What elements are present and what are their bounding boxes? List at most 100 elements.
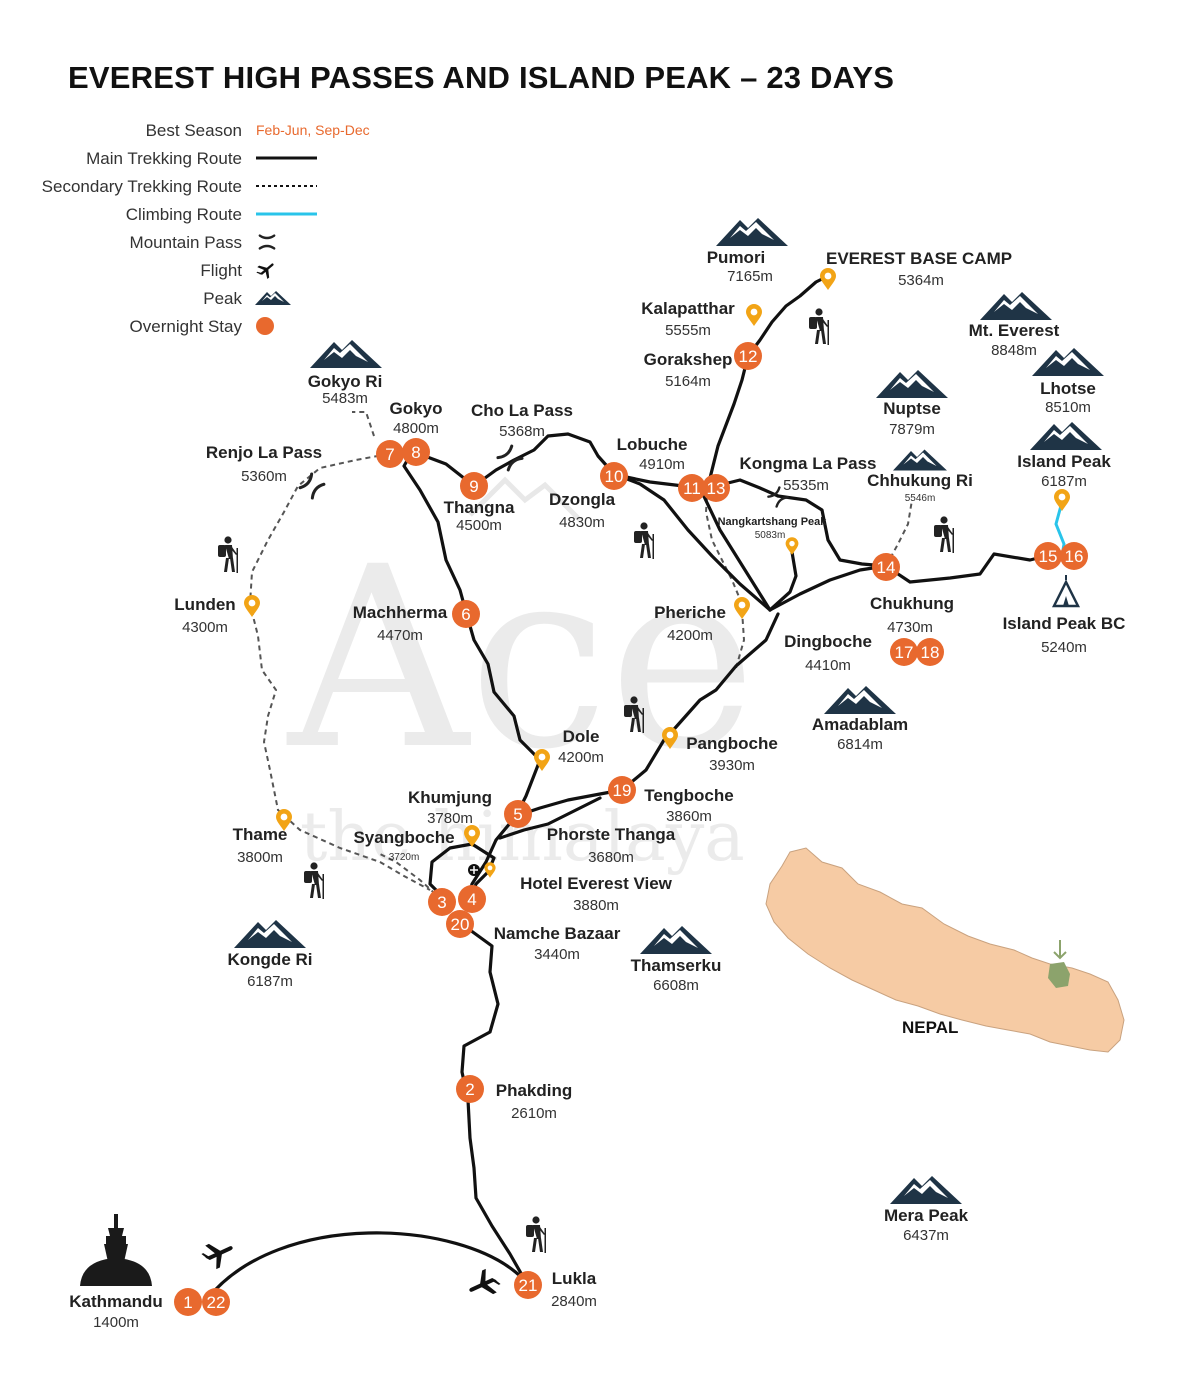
svg-text:4: 4 (467, 890, 476, 909)
kathmandu-name: Kathmandu (69, 1292, 163, 1311)
watermark: Ace the himalaya (286, 476, 757, 877)
nuptse-elev: 7879m (889, 421, 935, 438)
everest-bc-name: EVEREST BASE CAMP (826, 249, 1012, 268)
legend-peak: Peak (203, 289, 242, 308)
peak-nuptse-icon (876, 370, 948, 398)
lunden-name: Lunden (174, 595, 235, 614)
namche-name: Namche Bazaar (494, 924, 621, 943)
dingboche-elev: 4410m (805, 657, 851, 674)
kalapatthar-pin-icon (746, 304, 762, 326)
chukhung-name: Chukhung (870, 594, 954, 613)
stay-badge: 12 (734, 342, 762, 370)
svg-text:3: 3 (437, 893, 446, 912)
legend-secondary-route: Secondary Trekking Route (42, 177, 242, 196)
gokyo-ri-elev: 5483m (322, 390, 368, 407)
dzongla-name: Dzongla (549, 490, 616, 509)
mountain-pass-icon (258, 234, 276, 250)
lobuche-elev: 4910m (639, 456, 685, 473)
overnight-stays: 1 22 21 2 3 4 20 5 19 6 7 8 9 10 11 13 1… (174, 342, 1088, 1316)
hiker-icon (526, 1216, 546, 1253)
tent-icon (1051, 575, 1081, 608)
syangboche-name: Syangboche (353, 828, 454, 847)
legend-main-route: Main Trekking Route (86, 149, 242, 168)
svg-text:1: 1 (183, 1293, 192, 1312)
tengboche-elev: 3860m (666, 808, 712, 825)
svg-text:15: 15 (1039, 547, 1058, 566)
nuptse-name: Nuptse (883, 399, 941, 418)
lobuche-name: Lobuche (617, 435, 688, 454)
peak-amadablam-icon (824, 686, 896, 714)
phakding-name: Phakding (496, 1081, 573, 1100)
overnight-stay-icon (256, 317, 274, 335)
island-peak-elev: 6187m (1041, 473, 1087, 490)
region-marker (1048, 962, 1070, 988)
chukhung-elev: 4730m (887, 619, 933, 636)
lukla-name: Lukla (552, 1269, 597, 1288)
svg-text:12: 12 (739, 347, 758, 366)
legend-mountain-pass: Mountain Pass (130, 233, 242, 252)
flight-icon (254, 257, 279, 282)
legend-flight: Flight (200, 261, 242, 280)
lhotse-name: Lhotse (1040, 379, 1096, 398)
svg-text:10: 10 (605, 467, 624, 486)
peak-icon (255, 291, 291, 305)
renjo-la-pass-icon (298, 472, 326, 500)
phorste-elev: 3680m (588, 849, 634, 866)
stupa-icon (80, 1214, 152, 1286)
cho-la-elev: 5368m (499, 423, 545, 440)
svg-text:5: 5 (513, 805, 522, 824)
dole-elev: 4200m (558, 749, 604, 766)
peak-island-icon (1030, 422, 1102, 450)
amadablam-elev: 6814m (837, 736, 883, 753)
svg-text:14: 14 (877, 558, 896, 577)
arrow-down-icon (1053, 940, 1067, 960)
dzongla-elev: 4830m (559, 514, 605, 531)
lunden-pin-icon (244, 595, 260, 617)
stay-badge: 1 (174, 1288, 202, 1316)
stay-badge: 17 (890, 638, 918, 666)
chhukung-ri-elev: 5546m (905, 493, 936, 504)
nepal-inset: NEPAL (765, 847, 1125, 1053)
peak-chhukung-ri-icon (893, 449, 947, 471)
kalapatthar-name: Kalapatthar (641, 299, 735, 318)
legend-overnight-stay: Overnight Stay (130, 317, 243, 336)
hiker-icon (809, 308, 829, 345)
legend-best-season-value: Feb-Jun, Sep-Dec (256, 122, 370, 138)
kalapatthar-elev: 5555m (665, 322, 711, 339)
thamserku-name: Thamserku (631, 956, 722, 975)
kongde-name: Kongde Ri (228, 950, 313, 969)
gokyo-elev: 4800m (393, 420, 439, 437)
tengboche-name: Tengboche (644, 786, 733, 805)
island-peak-name: Island Peak (1017, 452, 1111, 471)
lunden-elev: 4300m (182, 619, 228, 636)
peak-pumori-icon (716, 218, 788, 246)
gokyo-name: Gokyo (390, 399, 443, 418)
svg-text:18: 18 (921, 643, 940, 662)
svg-text:16: 16 (1065, 547, 1084, 566)
pheriche-name: Pheriche (654, 603, 726, 622)
machherma-elev: 4470m (377, 627, 423, 644)
stay-badge: 16 (1060, 542, 1088, 570)
nepal-shape (765, 847, 1125, 1053)
stay-badge: 6 (452, 600, 480, 628)
thame-name: Thame (233, 825, 288, 844)
khumjung-elev: 3780m (427, 810, 473, 827)
svg-text:11: 11 (683, 479, 701, 498)
stay-badge: 5 (504, 800, 532, 828)
renjo-la-name: Renjo La Pass (206, 443, 322, 462)
stay-badge: 10 (600, 462, 628, 490)
stay-badge: 4 (458, 885, 486, 913)
cho-la-name: Cho La Pass (471, 401, 573, 420)
watermark-main: Ace (286, 513, 757, 804)
legend-climbing-route: Climbing Route (126, 205, 242, 224)
kongde-elev: 6187m (247, 973, 293, 990)
airstrip-icon (468, 864, 480, 876)
thame-elev: 3800m (237, 849, 283, 866)
nangkartshang-pin-icon (785, 537, 799, 555)
map-title: EVEREST HIGH PASSES AND ISLAND PEAK – 23… (68, 60, 894, 95)
everest-name: Mt. Everest (969, 321, 1060, 340)
svg-text:20: 20 (451, 915, 470, 934)
svg-text:17: 17 (895, 643, 914, 662)
